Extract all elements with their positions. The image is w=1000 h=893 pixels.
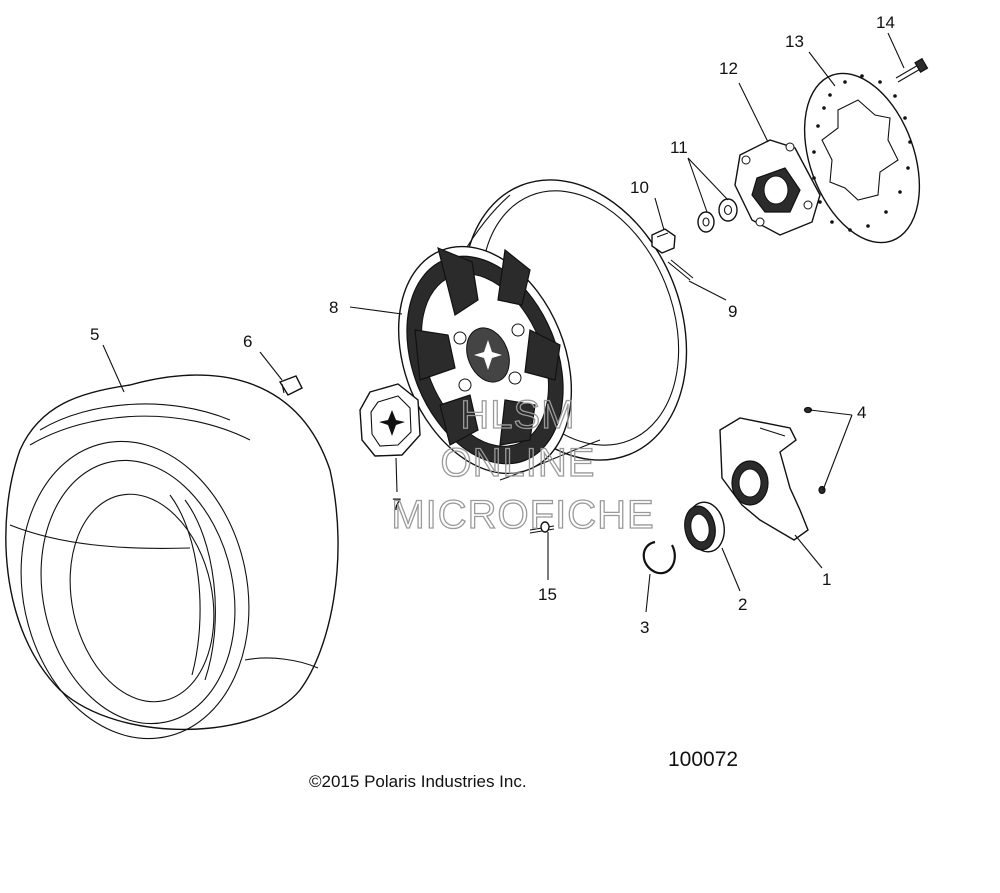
part-lug-nut xyxy=(278,375,303,396)
callout-2: 2 xyxy=(738,595,747,614)
part-brake-disc xyxy=(803,72,921,244)
part-cotter-pin xyxy=(667,259,694,281)
callout-8: 8 xyxy=(329,298,338,317)
leader-lines xyxy=(102,32,905,613)
callout-11: 11 xyxy=(670,138,688,157)
callout-6: 6 xyxy=(243,332,252,351)
part-bearing xyxy=(684,501,725,553)
part-snap-ring xyxy=(642,540,676,575)
part-hub xyxy=(734,139,821,236)
callout-10: 10 xyxy=(630,178,649,197)
callout-7: 7 xyxy=(392,495,401,514)
watermark: HLSM ONLINE MICROFICHE xyxy=(391,392,655,537)
callout-4: 4 xyxy=(857,403,866,422)
part-washers xyxy=(697,198,738,233)
callout-15: 15 xyxy=(538,585,557,604)
part-knuckle xyxy=(719,417,809,541)
watermark-line-3: MICROFICHE xyxy=(391,493,654,537)
callout-3: 3 xyxy=(640,618,649,637)
callout-5: 5 xyxy=(90,325,99,344)
callout-9: 9 xyxy=(728,302,737,321)
disc-holes-icon xyxy=(812,74,912,232)
callout-14: 14 xyxy=(876,13,895,32)
callout-labels: 1 2 3 4 5 6 7 8 9 10 11 12 13 14 15 xyxy=(90,13,895,637)
part-wheel xyxy=(397,179,688,481)
callout-12: 12 xyxy=(719,59,738,78)
callout-13: 13 xyxy=(785,32,804,51)
part-stud xyxy=(529,521,555,534)
part-castle-nut xyxy=(651,228,676,254)
copyright-notice: ©2015 Polaris Industries Inc. xyxy=(309,772,527,791)
part-center-cap xyxy=(359,383,421,457)
watermark-line-1: HLSM xyxy=(460,393,575,437)
part-screws xyxy=(803,406,826,495)
watermark-line-2: ONLINE xyxy=(441,441,596,485)
part-tire xyxy=(5,374,339,740)
part-bolt xyxy=(895,57,929,83)
diagram-part-number: 100072 xyxy=(668,748,739,771)
callout-1: 1 xyxy=(822,570,831,589)
